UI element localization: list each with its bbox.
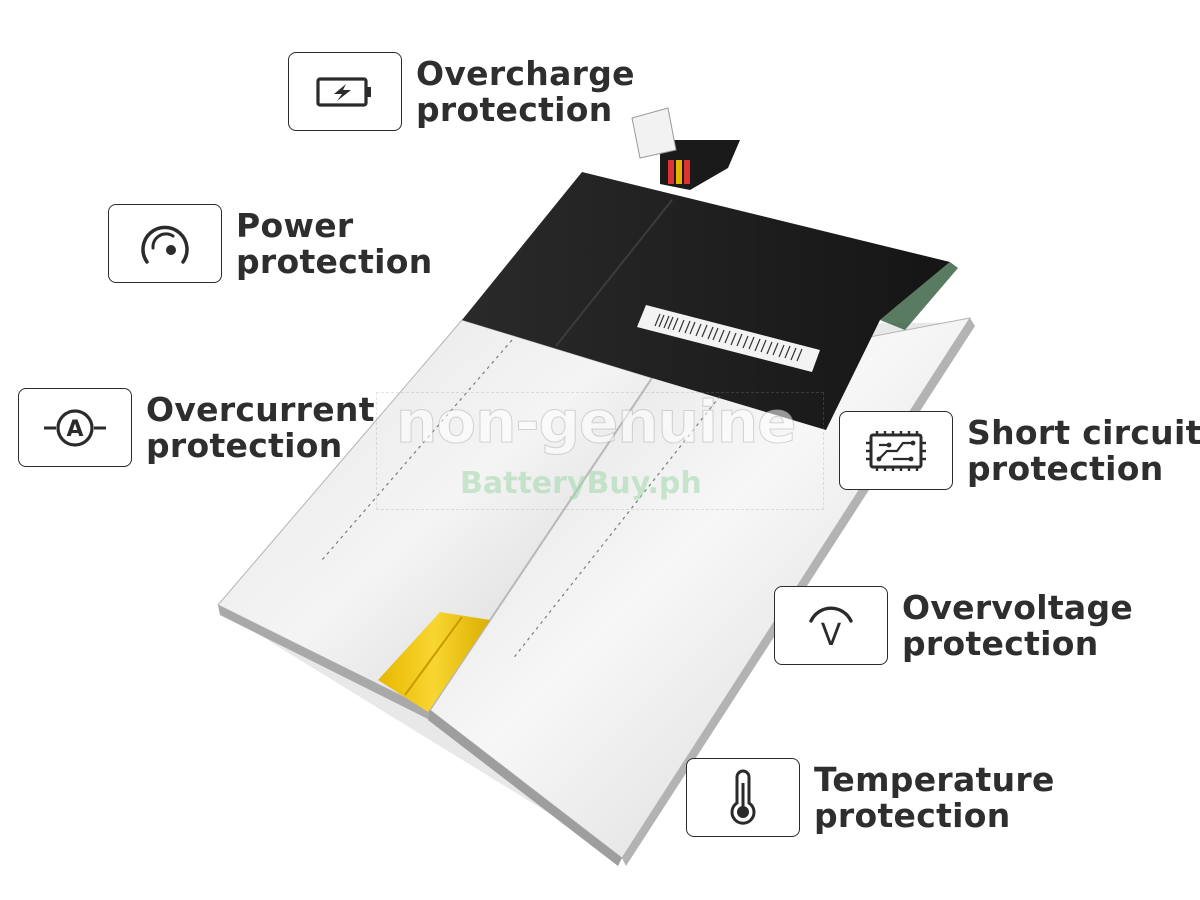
feature-overcurrent-line1: Overcurrent (146, 389, 375, 429)
svg-text:V: V (821, 618, 842, 651)
feature-power: Power protection (108, 204, 433, 283)
circuit-board-icon (866, 430, 926, 471)
thermometer-icon (730, 769, 756, 825)
feature-overcharge-line1: Overcharge (416, 53, 635, 93)
battery-charge-icon (316, 76, 371, 107)
feature-overcharge-label: Overcharge protection (416, 53, 635, 129)
feature-overvoltage-line1: Overvoltage (902, 587, 1134, 627)
feature-overvoltage-label: Overvoltage protection (902, 587, 1134, 663)
icon-box-temperature (686, 758, 800, 837)
feature-short-circuit-line2: protection (967, 448, 1164, 488)
feature-overvoltage-line2: protection (902, 623, 1099, 663)
voltmeter-icon: V (809, 606, 853, 651)
icon-box-overvoltage: V (774, 586, 888, 665)
feature-overcurrent: A Overcurrent protection (18, 388, 375, 467)
feature-temperature-line1: Temperature (814, 759, 1055, 799)
watermark-brand: BatteryBuy.ph (460, 466, 702, 501)
feature-temperature-label: Temperature protection (814, 759, 1055, 835)
icon-box-overcurrent: A (18, 388, 132, 467)
svg-text:A: A (66, 417, 83, 442)
watermark-frame (376, 392, 824, 510)
feature-overcurrent-line2: protection (146, 425, 343, 465)
feature-overcharge: Overcharge protection (288, 52, 635, 131)
battery-wrap (462, 172, 950, 430)
feature-power-line2: protection (236, 241, 433, 281)
feature-short-circuit: Short circuit protection (839, 411, 1200, 490)
icon-box-overcharge (288, 52, 402, 131)
icon-box-short-circuit (839, 411, 953, 490)
feature-short-circuit-label: Short circuit protection (967, 412, 1200, 488)
icon-box-power (108, 204, 222, 283)
feature-short-circuit-line1: Short circuit (967, 412, 1200, 452)
battery-tape (378, 612, 490, 712)
ammeter-icon: A (44, 408, 106, 447)
feature-temperature-line2: protection (814, 795, 1011, 835)
feature-overcharge-line2: protection (416, 89, 613, 129)
feature-power-label: Power protection (236, 205, 433, 281)
watermark-text: non-genuine (395, 388, 796, 457)
feature-overvoltage: V Overvoltage protection (774, 586, 1133, 665)
feature-temperature: Temperature protection (686, 758, 1055, 837)
feature-power-line1: Power (236, 205, 354, 245)
feature-overcurrent-label: Overcurrent protection (146, 389, 375, 465)
power-gauge-icon (141, 225, 189, 264)
